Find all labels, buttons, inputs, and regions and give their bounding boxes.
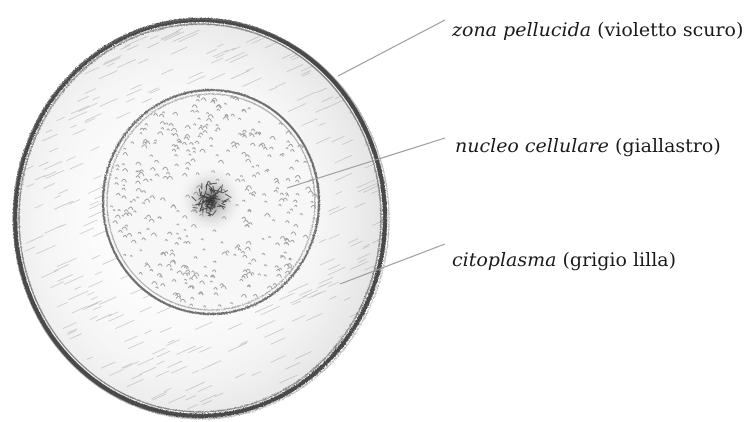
leader-line-zona	[338, 20, 445, 76]
nucleolus-stroke	[193, 208, 198, 209]
cell-nucleus	[103, 90, 319, 314]
label-nucleo-cellulare: nucleo cellulare (giallastro)	[455, 135, 721, 157]
label-citoplasma: citoplasma (grigio lilla)	[452, 249, 676, 271]
nucleolus-stroke	[205, 207, 209, 208]
nucleolus-stroke	[210, 208, 211, 212]
nucleolus-stroke	[210, 208, 213, 209]
label-zona-pellucida: zona pellucida (violetto scuro)	[451, 19, 743, 41]
